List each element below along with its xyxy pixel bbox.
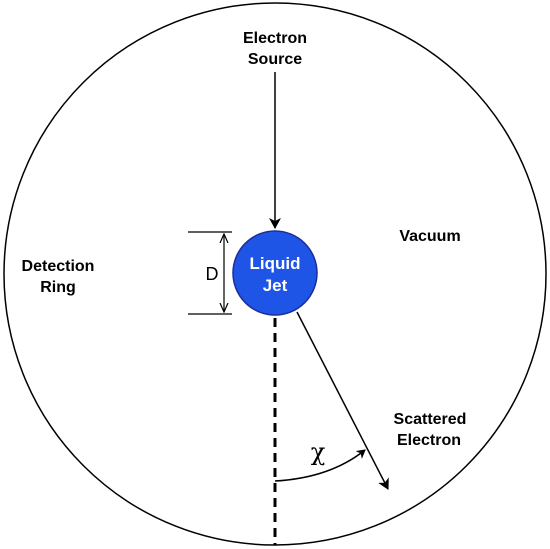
scattered-electron-label-line1: Scattered [394, 411, 467, 428]
diameter-label: D [206, 264, 219, 284]
scattering-angle-arc [274, 449, 366, 482]
detection-ring-label-line2: Ring [40, 279, 76, 296]
vacuum-label: Vacuum [399, 228, 460, 245]
scattering-angle-label: χ [311, 438, 326, 466]
liquid-jet-label-line1: Liquid [250, 254, 301, 273]
scattered-electron-label-line2: Electron [397, 432, 461, 449]
detection-ring-label-line1: Detection [22, 258, 95, 275]
electron-source-label-line2: Source [248, 51, 302, 68]
liquid-jet-label-line2: Jet [263, 276, 288, 295]
scattered-electron-arrow [296, 311, 389, 490]
electron-source-label-line1: Electron [243, 30, 307, 47]
liquid-jet-circle [232, 230, 318, 316]
